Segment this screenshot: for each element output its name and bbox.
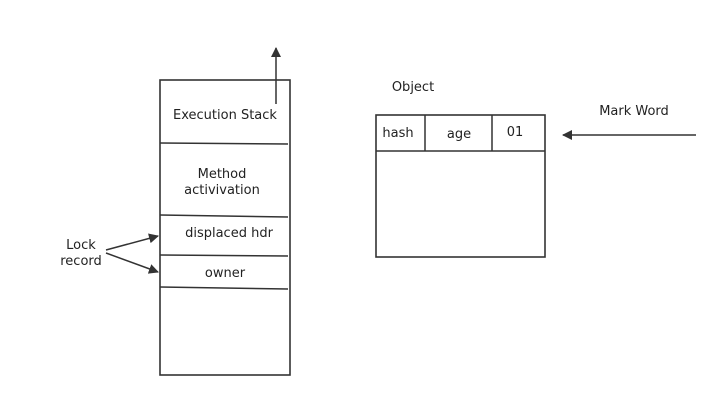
stack-divider xyxy=(159,214,289,218)
stack-frame-box xyxy=(159,79,291,376)
execution-stack-label: Execution Stack xyxy=(173,108,277,123)
age-cell: age xyxy=(447,127,471,142)
lock-bits-cell: 01 xyxy=(507,125,524,140)
lock-record-arrow-displaced-hdr xyxy=(105,233,159,251)
stack-divider xyxy=(159,142,289,145)
record-label: record xyxy=(60,254,102,269)
displaced-hdr-label: displaced hdr xyxy=(185,226,273,241)
object-box: Object hash age 01 xyxy=(375,80,546,258)
lock-label: Lock xyxy=(66,238,96,253)
activivation-label: activivation xyxy=(184,183,260,198)
mark-word-label: Mark Word xyxy=(599,104,669,119)
lock-record-annotation: Lock record xyxy=(60,233,159,274)
object-title: Object xyxy=(392,80,434,95)
stack-divider xyxy=(159,254,289,257)
method-label: Method xyxy=(198,167,247,182)
mark-word-annotation: Mark Word xyxy=(562,104,696,140)
owner-label: owner xyxy=(205,266,246,281)
lock-record-arrow-owner xyxy=(105,252,159,274)
object-rect xyxy=(375,114,546,258)
stack-divider xyxy=(159,286,289,290)
hash-cell: hash xyxy=(382,126,413,141)
thread-stack: Execution Stack Method activivation disp… xyxy=(159,47,291,376)
